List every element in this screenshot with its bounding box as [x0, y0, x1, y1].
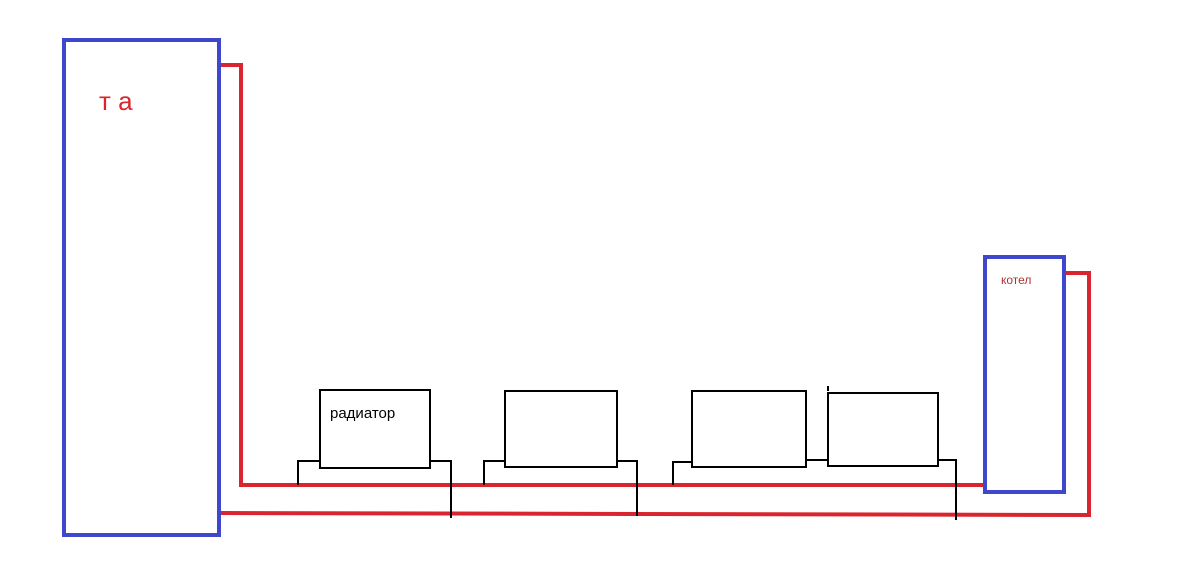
tank-label: т а	[99, 86, 133, 116]
radiators	[319, 389, 939, 469]
radiator-2	[504, 390, 618, 468]
radiator-4	[827, 392, 939, 467]
radiator-1	[319, 389, 431, 469]
radiator-1-connectors	[297, 460, 320, 485]
radiator-4-return	[938, 459, 957, 520]
pipes	[218, 63, 1091, 518]
radiator-2-connectors	[483, 460, 505, 485]
radiator-connectors	[297, 386, 957, 520]
boiler-label: котел	[1001, 273, 1031, 287]
radiator-1-return	[430, 460, 452, 518]
boiler	[983, 255, 1066, 494]
radiator-3	[691, 390, 807, 468]
radiator-label: радиатор	[330, 405, 395, 422]
boiler-output-pipe	[219, 271, 1091, 518]
radiator-3-connectors	[672, 461, 692, 485]
radiator-2-return	[617, 460, 638, 516]
tank	[62, 38, 221, 537]
supply-pipe	[218, 63, 987, 487]
